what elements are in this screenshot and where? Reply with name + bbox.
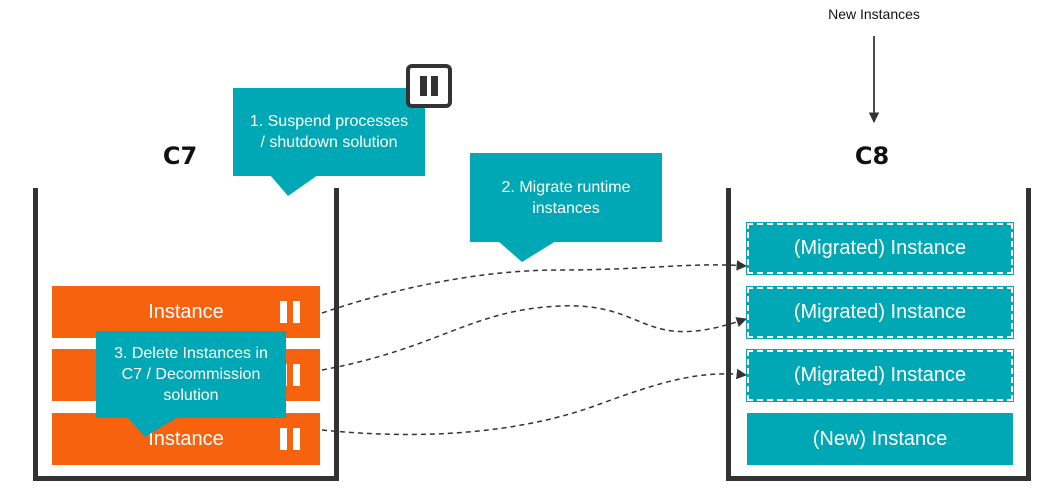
new-instances-label: New Instances [828,6,920,22]
pause-icon [406,64,452,108]
callout-pointer [128,418,176,437]
pause-icon-bar [420,76,427,96]
pause-icon [280,428,300,450]
migration-path [321,260,748,314]
c7-wall-left [33,188,38,480]
c8-wall-bottom [726,476,1031,481]
delete-callout: 3. Delete Instances in C7 / Decommission… [96,331,286,418]
c8-migrated-instance: (Migrated) Instance [746,286,1014,339]
c7-wall-right [334,188,339,480]
suspend-callout: 1. Suspend processes / shutdown solution [233,88,425,176]
delete-callout-text: 3. Delete Instances in C7 / Decommission… [114,345,268,404]
c7-instance: Instance [52,286,320,338]
callout-pointer [270,175,318,196]
instance-label: Instance [148,427,224,450]
c8-wall-left [726,188,731,480]
c8-new-instance: (New) Instance [747,413,1013,465]
c8-title: C8 [854,142,890,170]
suspend-callout-text: 1. Suspend processes / shutdown solution [249,113,409,151]
c7-instance: Instance [52,413,320,465]
c8-migrated-instance: (Migrated) Instance [746,222,1014,275]
callout-pointer [498,241,556,262]
c7-wall-bottom [33,476,339,481]
instance-label: Instance [148,300,224,323]
pause-icon [280,301,300,323]
c8-migrated-instance: (Migrated) Instance [746,349,1014,402]
migrate-callout: 2. Migrate runtime instances [470,153,662,242]
c7-title: C7 [162,142,198,170]
c8-wall-right [1026,188,1031,480]
migrate-callout-text: 2. Migrate runtime instances [501,178,631,217]
migration-path [321,305,747,371]
migration-path [321,368,748,436]
pause-icon-bar [431,76,438,96]
